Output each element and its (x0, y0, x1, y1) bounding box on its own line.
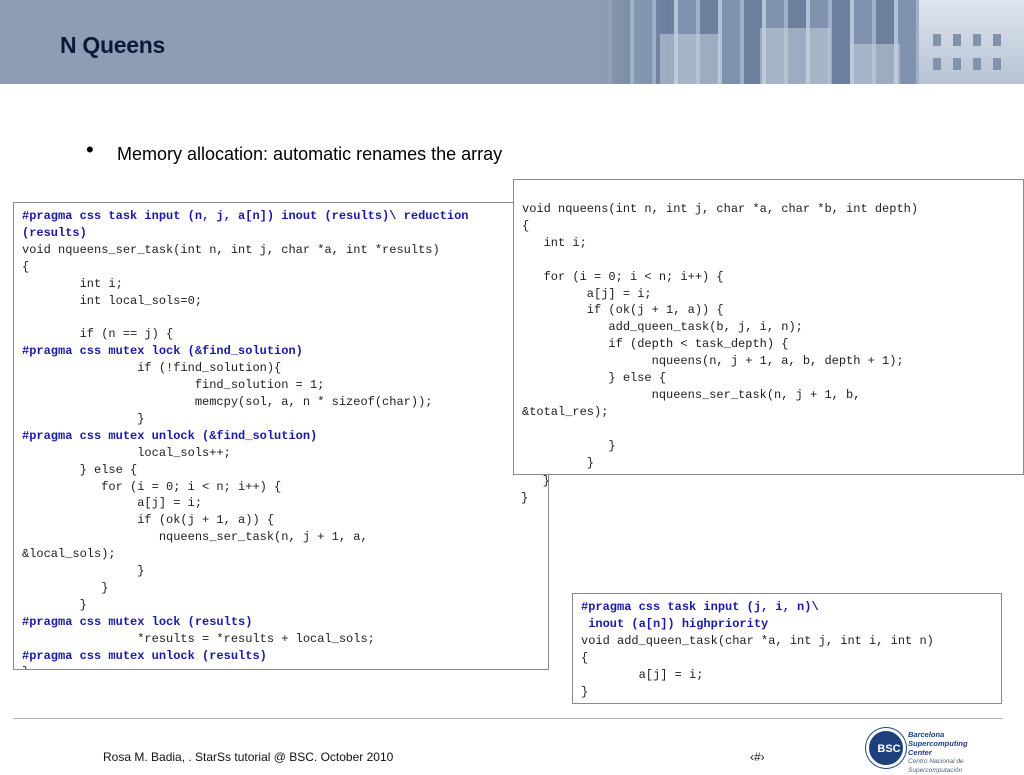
code-line: a[j] = i; (22, 496, 203, 511)
code-line: } (22, 664, 548, 669)
pragma-directive-line: (results) (22, 225, 87, 240)
code-line: } (521, 490, 529, 505)
code-line: } (521, 474, 550, 488)
pragma-directive-line: #pragma css mutex lock (&find_solution) (22, 344, 303, 359)
code-listing-right: void nqueens(int n, int j, char *a, char… (522, 201, 1023, 472)
bsc-logo: BSC Barcelona Supercomputing Center Cent… (866, 728, 1016, 774)
code-line: if (ok(j + 1, a)) { (22, 513, 275, 528)
code-line: local_sols++; (22, 445, 231, 460)
code-line: for (i = 0; i < n; i++) { (22, 479, 282, 494)
code-line: int i; (22, 276, 123, 291)
code-listing-small: #pragma css task input (j, i, n)\ inout … (581, 599, 1001, 700)
code-line: &local_sols); (22, 547, 116, 562)
code-line (522, 252, 1023, 269)
code-line: } (22, 411, 145, 426)
code-line: *results = *results + local_sols; (22, 631, 375, 646)
code-line: { (581, 650, 589, 665)
code-line: for (i = 0; i < n; i++) { (522, 269, 724, 284)
code-line: } (22, 580, 109, 595)
building-image (919, 0, 1024, 84)
code-line: { (22, 259, 30, 274)
footer-text: Rosa M. Badia, . StarSs tutorial @ BSC. … (103, 750, 394, 764)
bsc-logo-line3: Center (908, 748, 932, 757)
slide-title: N Queens (60, 32, 165, 58)
code-line: int i; (522, 235, 587, 250)
bullet-dot-icon: • (86, 137, 94, 162)
code-line: } (581, 684, 589, 699)
code-line: int local_sols=0; (22, 293, 203, 308)
footer-divider (13, 718, 1003, 719)
code-line (22, 309, 548, 326)
page-number: ‹#› (750, 750, 765, 764)
code-line: if (!find_solution){ (22, 361, 282, 376)
pragma-directive-line: #pragma css task input (j, i, n)\ (581, 600, 819, 614)
bsc-logo-line1: Barcelona (908, 730, 945, 739)
bsc-logo-line2: Supercomputing (908, 739, 968, 748)
pragma-directive-line: #pragma css mutex lock (results) (22, 614, 253, 629)
code-line: void nqueens(int n, int j, char *a, char… (522, 202, 919, 216)
code-line: } (522, 455, 595, 470)
pragma-directive-line: #pragma css mutex unlock (&find_solution… (22, 428, 318, 443)
code-box-nqueens: void nqueens(int n, int j, char *a, char… (513, 179, 1024, 475)
code-line: if (depth < task_depth) { (522, 337, 789, 352)
pragma-directive-line: #pragma css mutex unlock (results) (22, 648, 267, 663)
bullet-text: Memory allocation: automatic renames the… (117, 144, 503, 164)
code-line: a[j] = i; (581, 667, 704, 682)
code-line: { (522, 218, 530, 233)
code-line: memcpy(sol, a, n * sizeof(char)); (22, 394, 433, 409)
code-listing-left: #pragma css task input (n, j, a[n]) inou… (22, 208, 548, 669)
code-line: } (22, 597, 87, 612)
code-line: nqueens_ser_task(n, j + 1, b, (522, 387, 861, 402)
code-line: void add_queen_task(char *a, int j, int … (581, 633, 934, 648)
code-line: find_solution = 1; (22, 378, 325, 393)
code-line: nqueens_ser_task(n, j + 1, a, (22, 530, 368, 545)
pragma-directive-line: #pragma css task input (n, j, a[n]) inou… (22, 209, 469, 223)
bsc-logo-mark-text: BSC (877, 743, 901, 755)
code-line: if (ok(j + 1, a)) { (522, 303, 724, 318)
code-line: } (522, 438, 616, 453)
code-line: } (22, 564, 145, 579)
code-box-add-queen-task: #pragma css task input (j, i, n)\ inout … (572, 593, 1002, 704)
code-line: } else { (522, 371, 667, 386)
code-line: nqueens(n, j + 1, a, b, depth + 1); (522, 354, 904, 369)
code-line (522, 421, 1023, 438)
code-line: a[j] = i; (522, 286, 652, 301)
code-line: } else { (22, 462, 138, 477)
header-photo-banner (590, 0, 1024, 84)
pragma-directive-line: inout (a[n]) highpriority (581, 616, 769, 631)
code-line: add_queen_task(b, j, i, n); (522, 320, 803, 335)
bsc-logo-mark: BSC (866, 728, 906, 768)
code-line: if (n == j) { (22, 327, 174, 342)
code-line: &total_res); (522, 404, 609, 419)
code-line: void nqueens_ser_task(int n, int j, char… (22, 242, 440, 257)
bsc-logo-line4: Centro Nacional de Supercomputación (908, 758, 964, 774)
slide-header: N Queens (0, 0, 1024, 84)
bsc-logo-text: Barcelona Supercomputing Center Centro N… (908, 730, 1016, 775)
code-box-nqueens-ser-task: #pragma css task input (n, j, a[n]) inou… (13, 202, 549, 670)
code-listing-right-tail: }} (521, 473, 550, 507)
